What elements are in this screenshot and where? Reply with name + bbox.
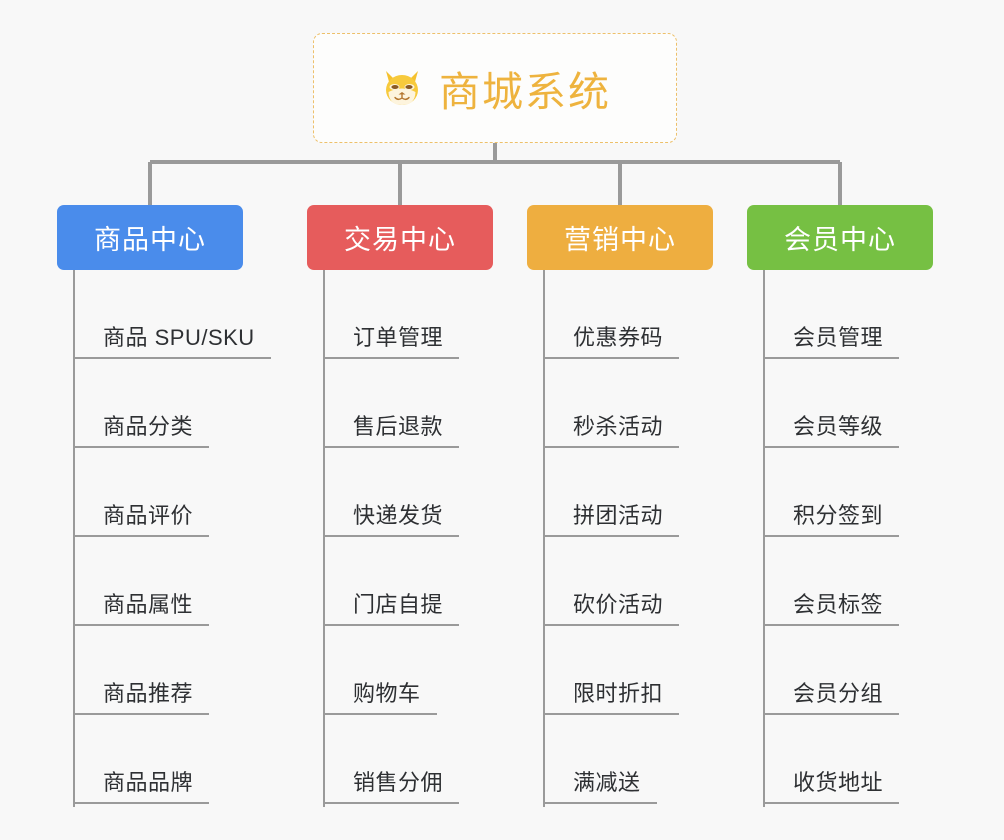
category-header-label: 商品中心 <box>94 225 206 255</box>
leaf-item[interactable]: 收货地址 <box>747 715 937 804</box>
leaf-label: 快递发货 <box>323 498 460 537</box>
leaf-label: 限时折扣 <box>543 676 680 715</box>
leaf-item[interactable]: 会员分组 <box>747 626 937 715</box>
leaf-item[interactable]: 商品 SPU/SKU <box>57 270 271 359</box>
branch-column-3: 营销中心 优惠券码 秒杀活动 拼团活动 砍价活动 限时折扣 满减送 <box>527 205 717 807</box>
leaf-stack-1: 商品 SPU/SKU 商品分类 商品评价 商品属性 商品推荐 商品品牌 <box>57 270 271 807</box>
category-header-3[interactable]: 营销中心 <box>527 205 713 270</box>
leaf-stack-2: 订单管理 售后退款 快递发货 门店自提 购物车 销售分佣 <box>307 270 497 807</box>
leaf-label: 拼团活动 <box>543 498 680 537</box>
leaf-label: 售后退款 <box>323 409 460 448</box>
leaf-stack-4: 会员管理 会员等级 积分签到 会员标签 会员分组 收货地址 <box>747 270 937 807</box>
leaf-item[interactable]: 优惠券码 <box>527 270 717 359</box>
leaf-label: 会员等级 <box>763 409 900 448</box>
leaf-label: 收货地址 <box>763 765 900 804</box>
leaf-item[interactable]: 门店自提 <box>307 537 497 626</box>
branch-column-1: 商品中心 商品 SPU/SKU 商品分类 商品评价 商品属性 商品推荐 商品品牌 <box>57 205 271 807</box>
root-title: 商城系统 <box>439 69 611 115</box>
leaf-item[interactable]: 积分签到 <box>747 448 937 537</box>
leaf-spine <box>73 270 75 807</box>
leaf-item[interactable]: 砍价活动 <box>527 537 717 626</box>
leaf-label: 砍价活动 <box>543 587 680 626</box>
leaf-label: 商品 SPU/SKU <box>73 320 271 359</box>
leaf-spine <box>763 270 765 807</box>
leaf-spine <box>323 270 325 807</box>
leaf-spine <box>543 270 545 807</box>
category-header-label: 会员中心 <box>784 225 896 255</box>
leaf-label: 商品推荐 <box>73 676 210 715</box>
leaf-item[interactable]: 快递发货 <box>307 448 497 537</box>
category-header-4[interactable]: 会员中心 <box>747 205 933 270</box>
leaf-label: 商品属性 <box>73 587 210 626</box>
branch-column-2: 交易中心 订单管理 售后退款 快递发货 门店自提 购物车 销售分佣 <box>307 205 497 807</box>
leaf-item[interactable]: 会员等级 <box>747 359 937 448</box>
category-header-2[interactable]: 交易中心 <box>307 205 493 270</box>
category-header-label: 营销中心 <box>564 225 676 255</box>
leaf-item[interactable]: 商品评价 <box>57 448 247 537</box>
leaf-item[interactable]: 拼团活动 <box>527 448 717 537</box>
leaf-label: 优惠券码 <box>543 320 680 359</box>
leaf-item[interactable]: 秒杀活动 <box>527 359 717 448</box>
branch-column-4: 会员中心 会员管理 会员等级 积分签到 会员标签 会员分组 收货地址 <box>747 205 937 807</box>
leaf-label: 商品分类 <box>73 409 210 448</box>
leaf-label: 订单管理 <box>323 320 460 359</box>
leaf-label: 秒杀活动 <box>543 409 680 448</box>
leaf-label: 积分签到 <box>763 498 900 537</box>
leaf-label: 会员管理 <box>763 320 900 359</box>
leaf-label: 销售分佣 <box>323 765 460 804</box>
leaf-label: 门店自提 <box>323 587 460 626</box>
leaf-item[interactable]: 销售分佣 <box>307 715 497 804</box>
leaf-item[interactable]: 购物车 <box>307 626 497 715</box>
leaf-label: 会员分组 <box>763 676 900 715</box>
leaf-item[interactable]: 商品属性 <box>57 537 247 626</box>
leaf-item[interactable]: 商品品牌 <box>57 715 247 804</box>
leaf-item[interactable]: 售后退款 <box>307 359 497 448</box>
leaf-item[interactable]: 会员标签 <box>747 537 937 626</box>
leaf-label: 会员标签 <box>763 587 900 626</box>
leaf-item[interactable]: 限时折扣 <box>527 626 717 715</box>
leaf-label: 商品品牌 <box>73 765 210 804</box>
leaf-label: 满减送 <box>543 765 657 804</box>
leaf-stack-3: 优惠券码 秒杀活动 拼团活动 砍价活动 限时折扣 满减送 <box>527 270 717 807</box>
category-header-label: 交易中心 <box>344 225 456 255</box>
leaf-item[interactable]: 会员管理 <box>747 270 937 359</box>
leaf-item[interactable]: 商品推荐 <box>57 626 247 715</box>
shiba-dog-face-icon <box>379 65 425 111</box>
leaf-label: 商品评价 <box>73 498 210 537</box>
category-header-1[interactable]: 商品中心 <box>57 205 243 270</box>
leaf-item[interactable]: 商品分类 <box>57 359 247 448</box>
leaf-label: 购物车 <box>323 676 437 715</box>
leaf-item[interactable]: 订单管理 <box>307 270 497 359</box>
leaf-item[interactable]: 满减送 <box>527 715 717 804</box>
root-node[interactable]: 商城系统 <box>313 33 677 143</box>
